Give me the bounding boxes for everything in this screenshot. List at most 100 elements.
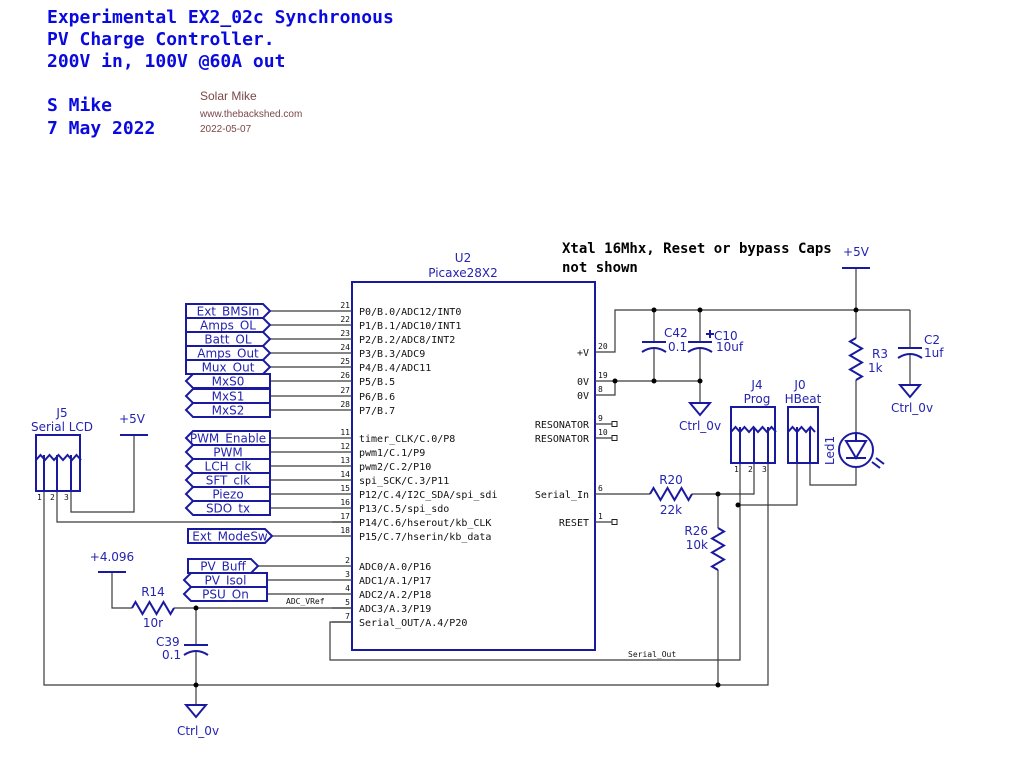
resistor-r14: R14 10r <box>131 585 175 630</box>
resistor-r20: R20 22k <box>649 473 693 517</box>
u2-pin-number: 15 <box>340 484 350 493</box>
resistor-r3: R3 1k <box>848 337 888 381</box>
c39-value: 0.1 <box>162 648 181 662</box>
j5-ref: J5 <box>55 406 67 420</box>
adc-vref-wire-label: ADC_VRef <box>286 597 325 606</box>
capacitor-c39: C39 0.1 <box>156 635 209 662</box>
u2-pin-label: 0V <box>577 391 589 402</box>
u2-pin-number: 28 <box>340 400 350 409</box>
power-5v-left: +5V <box>119 412 148 436</box>
j5-pin-number: 2 <box>50 493 55 502</box>
net-label-flag <box>184 500 271 516</box>
net-label-flag <box>185 359 272 375</box>
u2-pin-number: 19 <box>598 371 608 380</box>
net-label-text: SFT_clk <box>206 474 251 488</box>
net-label-text: Mux_Out <box>202 361 255 375</box>
j5-pin-number: 3 <box>64 493 69 502</box>
net-label-text: Amps_Out <box>197 347 259 361</box>
net-label-flag <box>184 402 271 418</box>
power-5v-left-label: +5V <box>119 412 146 426</box>
net-label-pwm: PWM <box>184 444 332 460</box>
wires <box>43 268 911 705</box>
net-label-amps-out: Amps_Out <box>185 345 332 361</box>
title-line-3: 200V in, 100V @60A out <box>47 51 285 72</box>
u2-pin-label: P14/C.6/hserout/kb_CLK <box>359 518 491 529</box>
net-labels: Ext_BMSInAmps_OLBatt_OLAmps_OutMux_OutMx… <box>182 303 332 602</box>
ground-label: Ctrl_0v <box>679 419 721 433</box>
net-label-text: Piezo <box>212 488 243 502</box>
net-label-mux-out: Mux_Out <box>185 359 332 375</box>
r3-value: 1k <box>868 361 883 375</box>
capacitor-c42: C42 0.1 <box>641 326 688 354</box>
u2-pin-label: ADC2/A.2/P18 <box>359 590 431 601</box>
j4-value: Prog <box>744 392 771 406</box>
j5-value: Serial LCD <box>31 420 93 434</box>
u2-pin-label: ADC1/A.1/P17 <box>359 576 431 587</box>
net-label-amps-ol: Amps_OL <box>185 317 332 333</box>
r14-ref: R14 <box>141 585 165 599</box>
u2-pin-label: Serial_In <box>535 490 589 501</box>
u2-pin-label: P5/B.5 <box>359 377 395 388</box>
j0-ref: J0 <box>793 378 805 392</box>
junction-dots <box>193 307 859 688</box>
u2-ref: U2 <box>455 251 471 265</box>
author: S Mike <box>47 95 112 116</box>
watermark-date: 2022-05-07 <box>200 124 252 135</box>
no-connect-pin <box>611 519 618 525</box>
u2-pin-label: 0V <box>577 377 589 388</box>
j4-pin-number: 2 <box>748 465 753 474</box>
u2-pin-number: 8 <box>598 385 603 394</box>
net-label-piezo: Piezo <box>184 486 332 502</box>
u2-pin-label: RESONATOR <box>535 420 590 431</box>
serial-out-wire-label: Serial_Out <box>628 650 676 659</box>
net-label-text: SDO_tx <box>206 502 250 516</box>
led1-ref: Led1 <box>823 436 837 465</box>
u2-pins: 21P0/B.0/ADC12/INT022P1/B.1/ADC10/INT123… <box>332 301 618 629</box>
u2-pin-label: P2/B.2/ADC8/INT2 <box>359 335 455 346</box>
net-label-text: Batt_OL <box>204 333 251 347</box>
power-5v-right: +5V <box>842 245 870 269</box>
u2-pin-label: RESET <box>559 518 589 529</box>
note-line-1: Xtal 16Mhx, Reset or bypass Caps <box>562 241 832 257</box>
c2-ref: C2 <box>924 333 940 347</box>
net-label-pwm-enable: PWM_Enable <box>184 430 332 446</box>
net-label-pv-isol: PV_Isol <box>182 572 332 588</box>
net-label-text: PWM <box>213 446 242 460</box>
u2-pin-number: 13 <box>340 456 350 465</box>
ground-c10: Ctrl_0v <box>679 402 721 433</box>
net-label-flag <box>185 345 272 361</box>
net-label-text: LCH_clk <box>205 460 252 474</box>
net-label-mxs2: MxS2 <box>184 402 332 418</box>
u2-pin-number: 18 <box>340 526 350 535</box>
net-label-pv-buff: PV_Buff <box>187 558 332 574</box>
net-label-flag <box>185 331 272 347</box>
net-label-text: MxS2 <box>212 404 245 418</box>
u2-pin-label: Serial_OUT/A.4/P20 <box>359 618 467 629</box>
u2-pin-label: ADC0/A.0/P16 <box>359 562 431 573</box>
power-5v-right-label: +5V <box>843 245 870 259</box>
net-label-ext-modesw: Ext_ModeSw <box>187 528 332 544</box>
r14-value: 10r <box>143 616 163 630</box>
c42-ref: C42 <box>664 326 688 340</box>
connector-j4: J4 Prog 1 2 3 <box>730 378 777 474</box>
net-label-lch-clk: LCH_clk <box>184 458 332 474</box>
net-label-flag <box>185 303 272 319</box>
u2-pin-number: 21 <box>340 301 350 310</box>
u2-pin-number: 25 <box>340 357 350 366</box>
u2-pin-number: 4 <box>345 584 350 593</box>
net-label-text: Amps_OL <box>200 319 256 333</box>
u2-pin-number: 24 <box>340 343 350 352</box>
u2-part: Picaxe28X2 <box>428 266 498 280</box>
u2-pin-label: P6/B.6 <box>359 392 395 403</box>
note-line-2: not shown <box>562 260 638 276</box>
j4-pin-number: 3 <box>762 465 767 474</box>
r26-value: 10k <box>686 538 708 552</box>
r20-value: 22k <box>660 503 682 517</box>
u2-pin-number: 11 <box>340 428 350 437</box>
u2-pin-number: 6 <box>598 484 603 493</box>
u2-pin-label: P12/C.4/I2C_SDA/spi_sdi <box>359 490 497 501</box>
capacitor-c10: C10 10uf <box>687 329 744 354</box>
net-label-psu-on: PSU_On <box>182 586 332 602</box>
u2-pin-number: 16 <box>340 498 350 507</box>
u2-pin-number: 26 <box>340 371 350 380</box>
